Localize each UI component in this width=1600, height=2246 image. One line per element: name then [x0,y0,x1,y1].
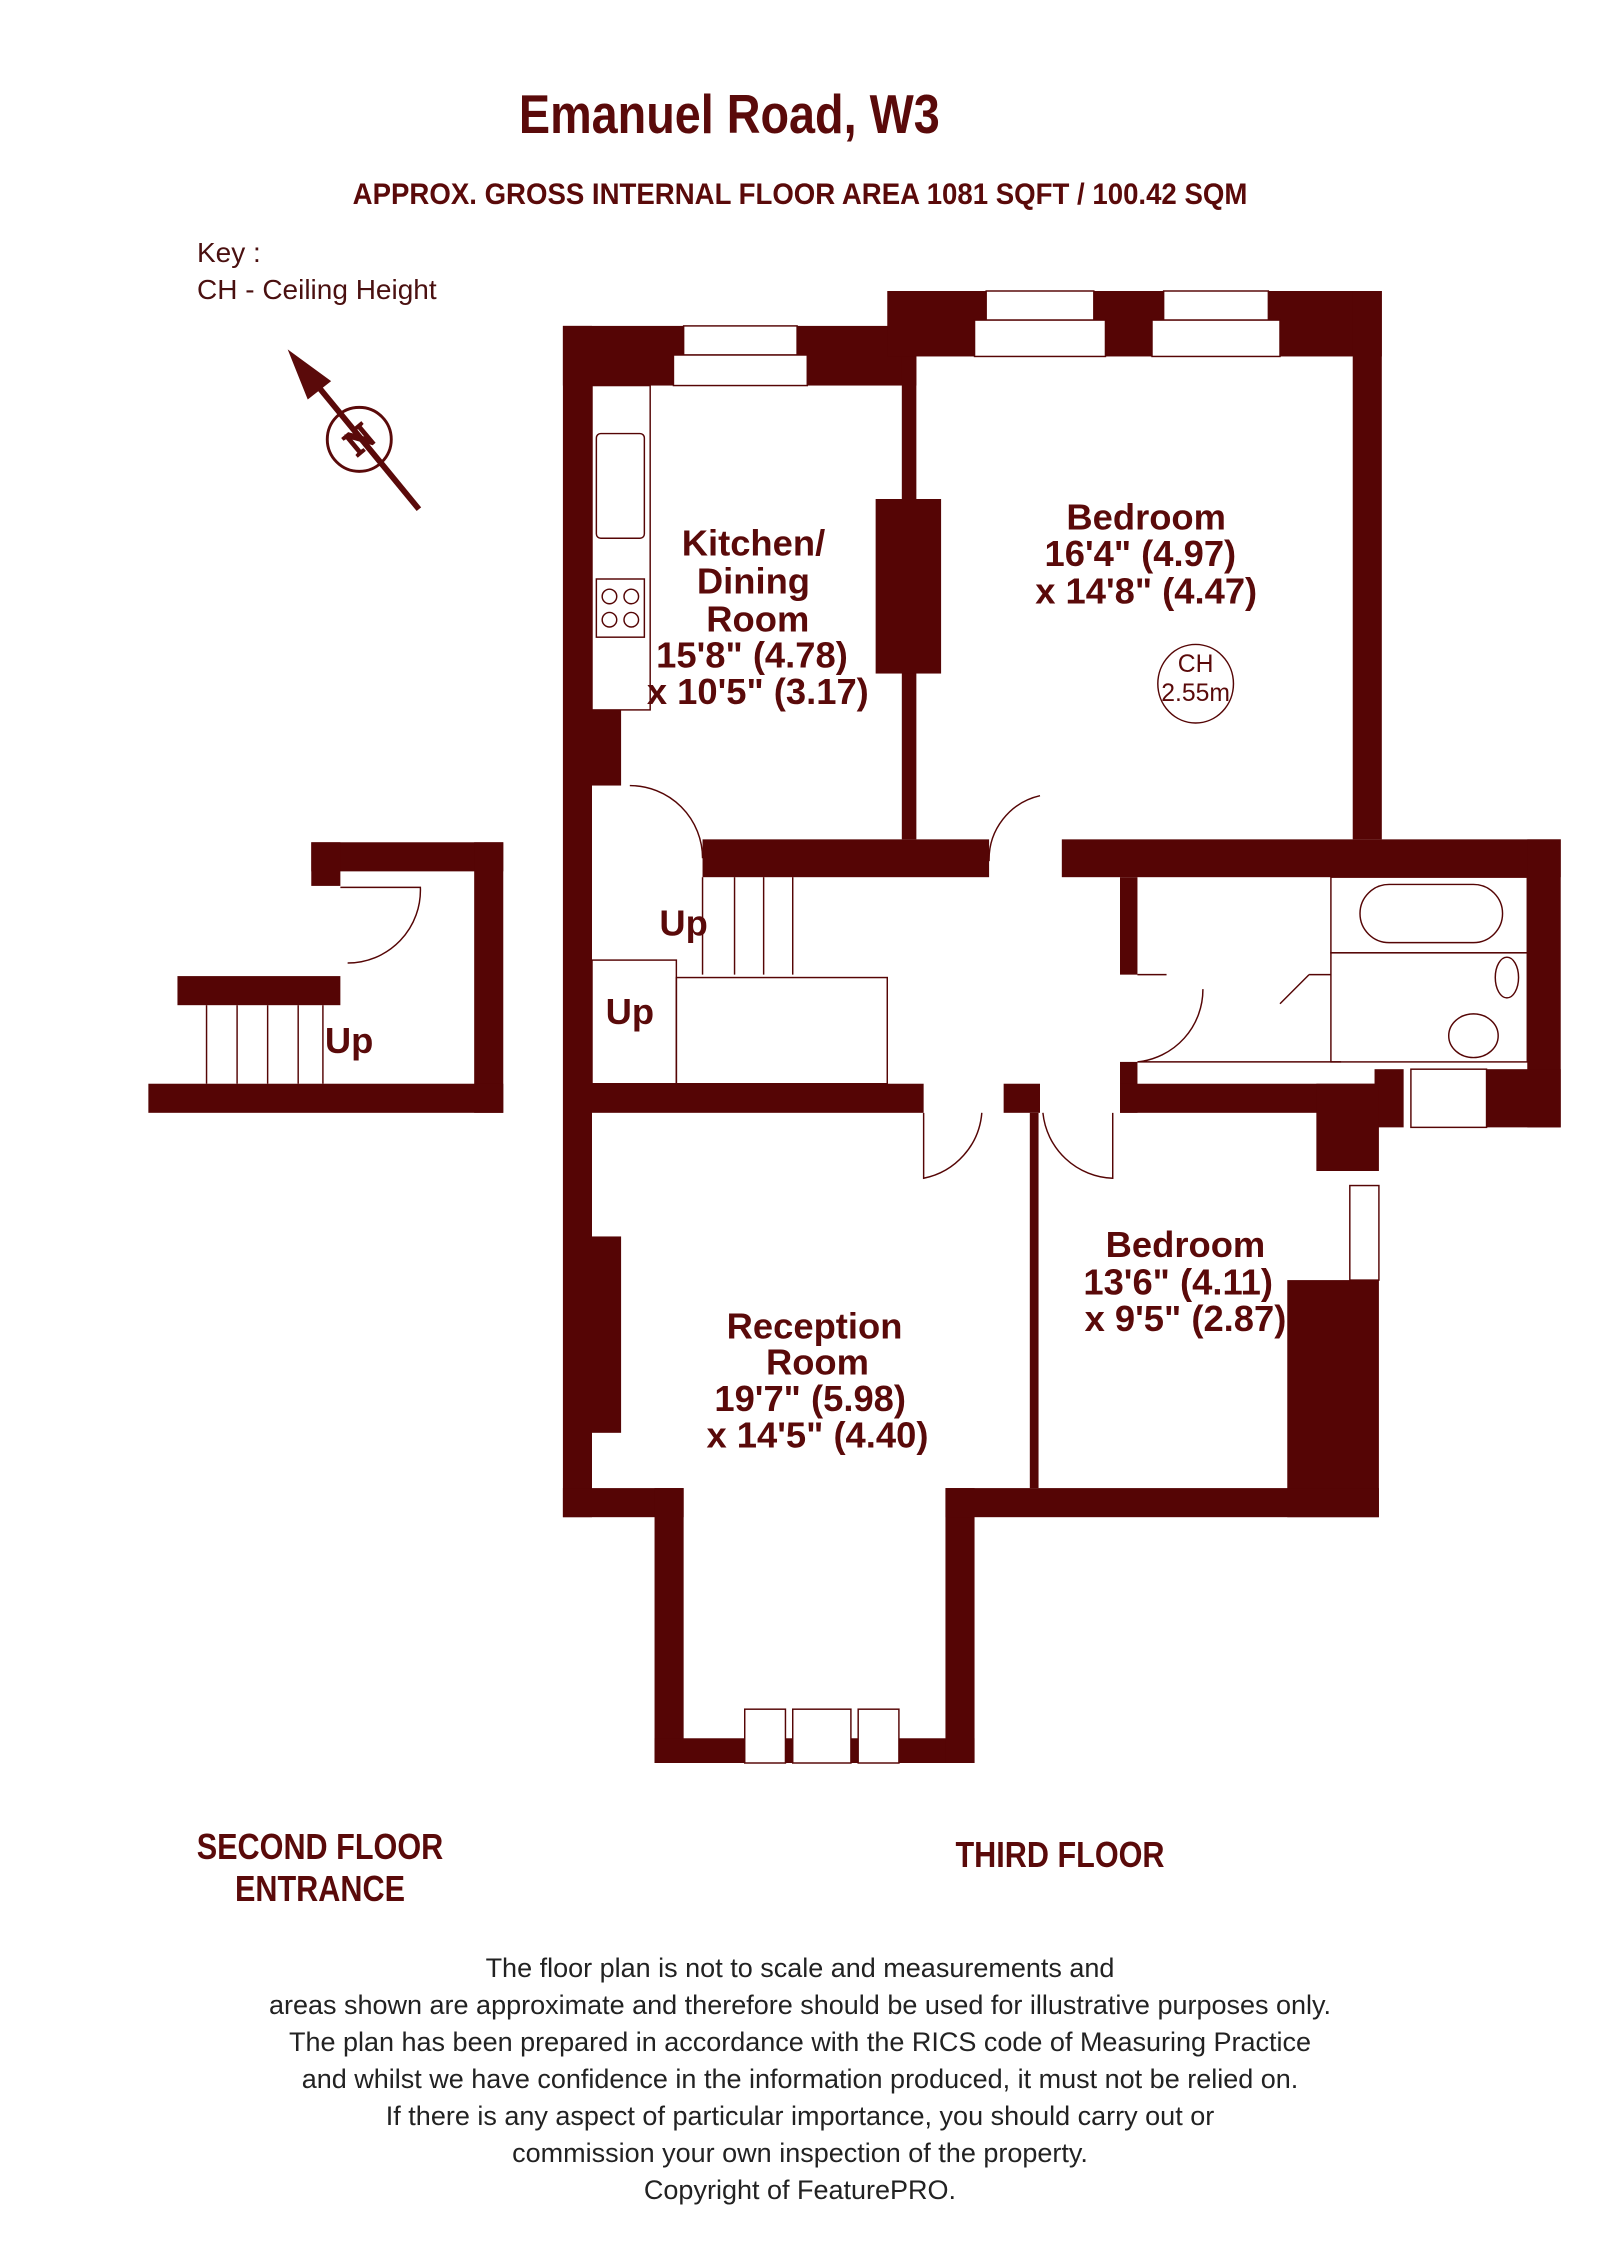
walls [148,291,1561,1763]
room-kitchen: Kitchen/ Dining Room 15'8" (4.78) x 10'5… [647,523,869,712]
stairs-up-label: Up [606,991,654,1032]
stairs [205,784,1114,1180]
room-name-2: Room [766,1342,869,1383]
kitchen-units [591,384,651,711]
second-floor-line1: SECOND FLOOR [196,1826,444,1867]
windows [672,290,1488,1764]
key-legend: Key : CH - Ceiling Height [197,234,437,308]
room-dim-1: 13'6" (4.11) [1083,1262,1273,1303]
page-title: Emanuel Road, W3 [518,83,940,145]
second-floor-line2: ENTRANCE [234,1868,405,1909]
room-bedroom-1: Bedroom 16'4" (4.97) x 14'8" (4.47) CH 2… [1035,497,1257,724]
compass-icon: N [287,349,422,512]
room-dim-2: x 9'5" (2.87) [1085,1298,1287,1339]
disclaimer-line: The floor plan is not to scale and measu… [485,1953,1115,1983]
room-dim-2: x 10'5" (3.17) [647,671,869,712]
disclaimer-line: The plan has been prepared in accordance… [288,2027,1312,2057]
room-dim-1: 15'8" (4.78) [656,635,848,676]
stairs-up-label: Up [325,1020,373,1061]
room-name: Reception [727,1305,903,1346]
room-dim-1: 16'4" (4.97) [1045,533,1237,574]
room-dim-2: x 14'5" (4.40) [706,1414,928,1455]
ceiling-height-value: 2.55m [1161,680,1230,707]
ceiling-height-label: CH [1178,651,1214,678]
disclaimer-line: areas shown are approximate and therefor… [268,1990,1332,2020]
room-bedroom-2: Bedroom 13'6" (4.11) x 9'5" (2.87) [1083,1224,1286,1339]
room-dim-2: x 14'8" (4.47) [1035,571,1257,612]
second-floor-label: SECOND FLOOR ENTRANCE [176,1826,465,1910]
bathroom-fittings [1137,876,1529,1063]
third-floor-label: THIRD FLOOR [955,1834,1165,1875]
room-name: Bedroom [1066,497,1226,538]
disclaimer-line: and whilst we have confidence in the inf… [301,2064,1299,2094]
disclaimer: The floor plan is not to scale and measu… [200,1950,1400,2209]
stairs-up-label: Up [659,902,707,943]
key-ch: CH - Ceiling Height [197,274,437,305]
copyright: Copyright of FeaturePRO. [643,2175,957,2205]
key-heading: Key : [197,237,261,268]
floor-area-subtitle: APPROX. GROSS INTERNAL FLOOR AREA 1081 S… [352,178,1248,211]
disclaimer-line: If there is any aspect of particular imp… [385,2101,1215,2131]
room-name: Bedroom [1106,1224,1266,1265]
room-name: Kitchen/ [682,523,825,564]
room-reception: Reception Room 19'7" (5.98) x 14'5" (4.4… [706,1305,928,1455]
disclaimer-line: commission your own inspection of the pr… [512,2138,1088,2168]
room-name-2: Dining [697,561,810,602]
room-name-3: Room [706,598,809,639]
room-dim-1: 19'7" (5.98) [714,1378,906,1419]
